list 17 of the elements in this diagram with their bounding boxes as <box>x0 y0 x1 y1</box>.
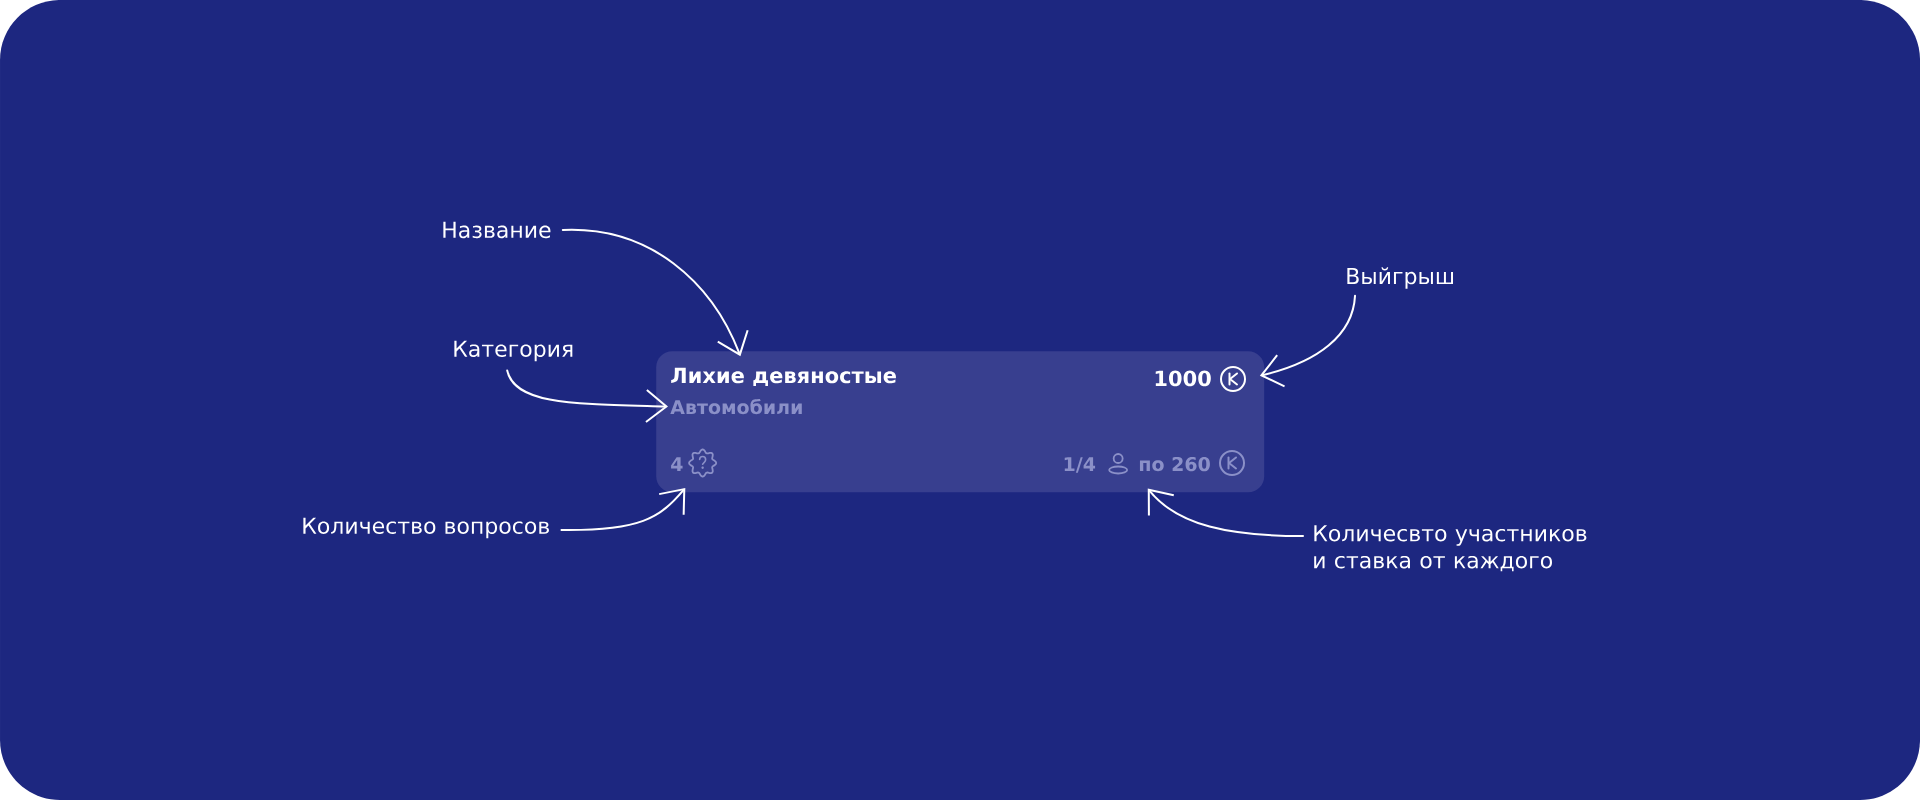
callout-label: Категория <box>454 340 573 362</box>
callout-label: Выйгрыш <box>1347 267 1453 289</box>
card-subtitle: Автомобили <box>670 398 802 415</box>
callout-label: Количество вопросов <box>303 517 549 539</box>
arrow <box>506 369 668 423</box>
callout-label: Название <box>443 221 551 239</box>
prize-amount: 1000 <box>1155 370 1211 387</box>
callout-label: Количесвто участников и ставка от каждого <box>1314 525 1587 572</box>
arrow <box>561 229 749 357</box>
arrow <box>1259 294 1356 388</box>
question-count: 4 <box>671 457 683 471</box>
arrow <box>560 487 686 531</box>
game-card <box>656 351 1265 493</box>
card-title: Лихие девяностые <box>671 367 896 386</box>
participant-count: 1/4 <box>1064 457 1096 473</box>
arrow <box>1147 488 1304 537</box>
stake-amount: по 260 <box>1139 456 1210 472</box>
